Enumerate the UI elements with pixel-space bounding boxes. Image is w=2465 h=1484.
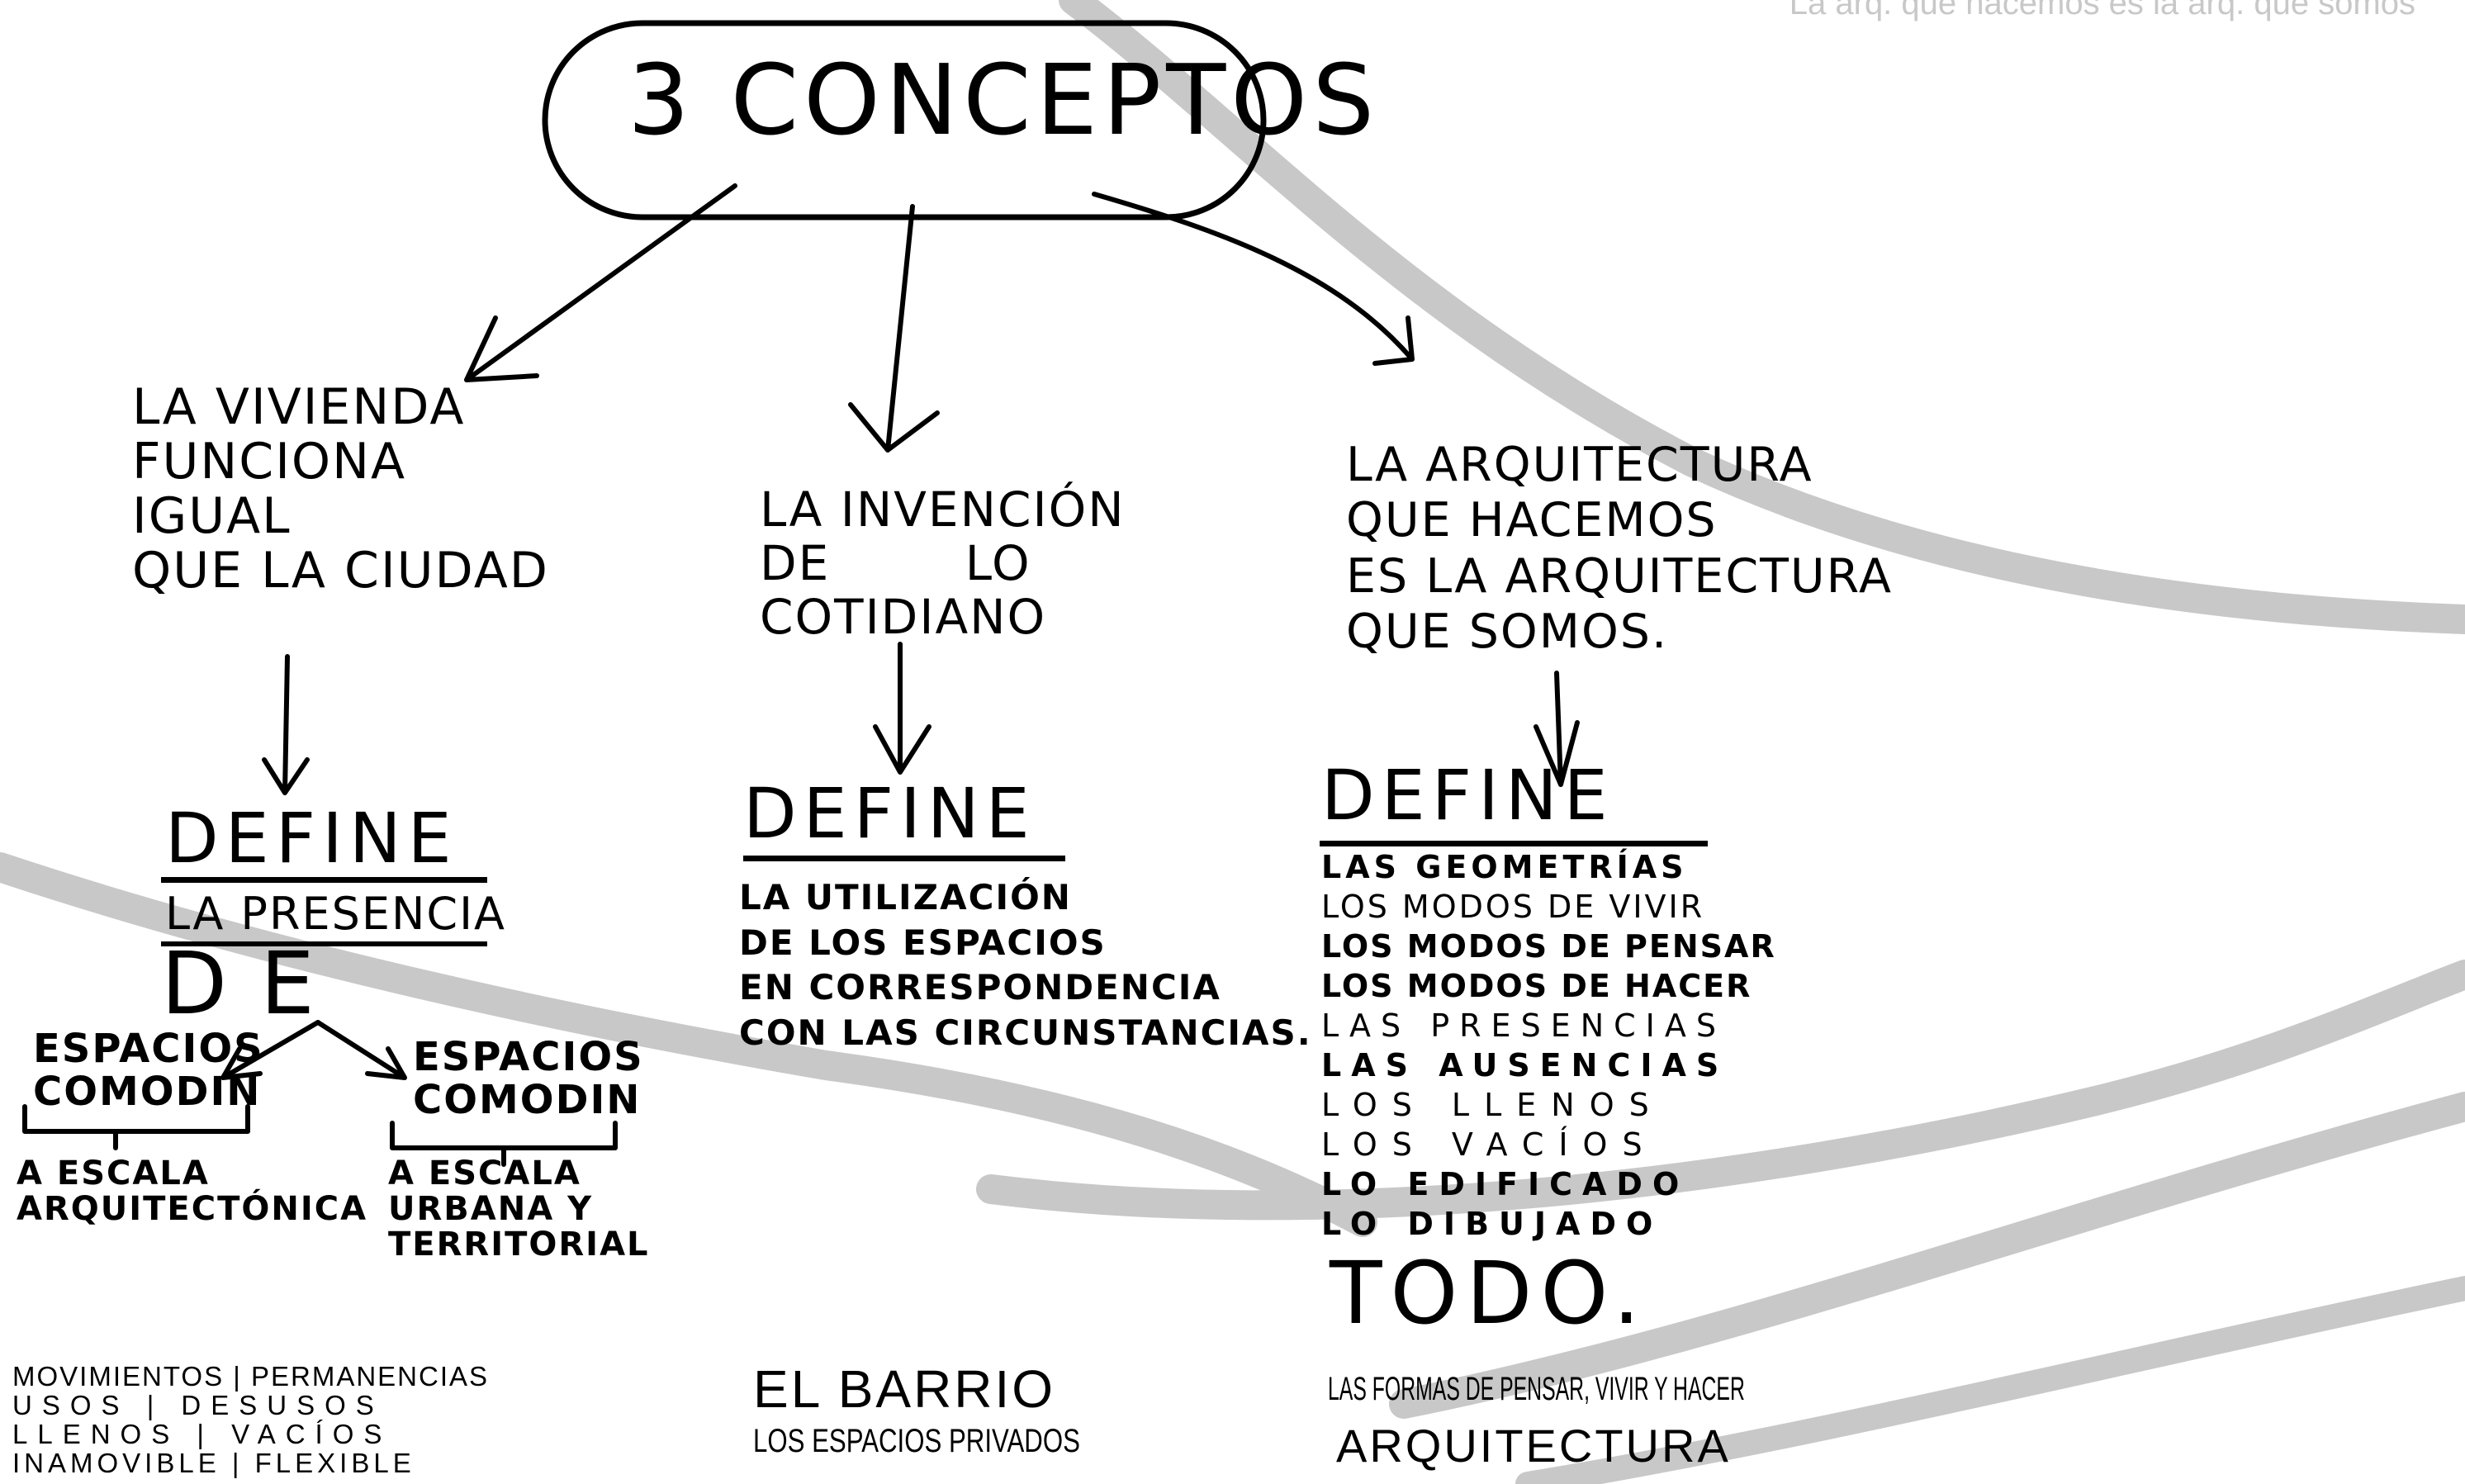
concept-3-list-item: LAS PRESENCIAS <box>1321 1008 1726 1044</box>
concept-3-total: TODO. <box>1330 1243 1649 1344</box>
concept-3-list: LAS GEOMETRÍAS LOS MODOS DE VIVIR LOS MO… <box>1321 849 1776 1247</box>
concept-1-caption-line-3: LLENOS | VACÍOS <box>12 1419 392 1449</box>
ribbon-bottom <box>1515 1276 2465 1484</box>
concept-3-list-item: LOS VACÍOS <box>1321 1126 1657 1163</box>
concept-1-result-line2: DE <box>161 933 348 1034</box>
branch-right-arrow <box>315 1020 407 1080</box>
arrow-define-2 <box>873 642 931 775</box>
concept-1-result-line1: LA PRESENCIA <box>165 888 506 940</box>
concept-3-list-item: LAS AUSENCIAS <box>1321 1047 1729 1083</box>
concept-2-caption-title: EL BARRIO <box>753 1359 1056 1419</box>
concept-1-result-underline <box>161 941 487 946</box>
bracket-right <box>390 1121 618 1167</box>
concept-2-caption-sub: LOS ESPACIOS PRIVADOS <box>753 1423 1080 1459</box>
concept-1-caption-line-1: MOVIMIENTOS | PERMANENCIAS <box>12 1361 490 1392</box>
ribbon-middle <box>976 960 2465 1221</box>
title-ellipse <box>542 20 1267 220</box>
concept-3-list-item: LO DIBUJADO <box>1321 1206 1663 1242</box>
concept-3-caption-sub: LAS FORMAS DE PENSAR, VIVIR Y HACER <box>1328 1371 1745 1407</box>
concept-3-define: DEFINE <box>1321 755 1614 836</box>
bracket-left <box>22 1104 250 1150</box>
ribbon-lower <box>1389 1092 2465 1419</box>
arrow-define-1 <box>262 654 310 795</box>
concept-1-statement: LA VIVIENDA FUNCIONA IGUAL QUE LA CIUDAD <box>132 378 549 600</box>
branch-left-arrow <box>220 1020 320 1080</box>
concept-3-define-underline <box>1320 841 1708 846</box>
concept-3-list-item: LOS MODOS DE VIVIR <box>1321 889 1705 925</box>
arrow-to-concept-1 <box>464 183 737 382</box>
concept-1-right-branch-scale: A ESCALA URBANA Y TERRITORIAL <box>388 1154 650 1264</box>
concept-3-caption-title: ARQUITECTURA <box>1336 1420 1731 1472</box>
concept-2-define-underline <box>743 856 1065 861</box>
concept-1-left-branch-title: ESPACIOS COMODIN <box>33 1026 264 1115</box>
ribbon-left <box>0 852 1377 1237</box>
concept-3-list-item: LOS LLENOS <box>1321 1087 1664 1123</box>
diagram-title: 3 CONCEPTOS <box>628 43 1380 157</box>
concept-1-left-branch-scale: A ESCALA ARQUITECTÓNICA <box>17 1154 368 1229</box>
concept-1-define-underline <box>161 877 487 883</box>
concept-3-list-item: LOS MODOS DE HACER <box>1321 968 1752 1004</box>
concept-1-define: DEFINE <box>165 798 458 879</box>
arrow-to-concept-2 <box>848 204 940 453</box>
concept-2-define: DEFINE <box>743 773 1036 854</box>
arrow-to-concept-3 <box>1092 192 1415 366</box>
concept-2-statement: LA INVENCIÓN DE LO COTIDIANO <box>760 481 1126 645</box>
ribbon-top <box>1059 0 2465 634</box>
concept-3-list-item: LAS GEOMETRÍAS <box>1321 849 1688 885</box>
concept-3-statement: LA ARQUITECTURA QUE HACEMOS ES LA ARQUIT… <box>1346 438 1893 659</box>
concept-3-list-item: LOS MODOS DE PENSAR <box>1321 928 1776 965</box>
concept-1-caption-line-2: USOS | DESUSOS <box>12 1390 384 1420</box>
top-note: La arq. que hacemos es la arq. que somos <box>1789 0 2415 21</box>
concept-2-result: LA UTILIZACIÓN DE LOS ESPACIOS EN CORRES… <box>739 877 1312 1053</box>
concept-3-list-item: LO EDIFICADO <box>1321 1166 1690 1202</box>
arrow-define-3 <box>1534 671 1580 787</box>
concept-1-right-branch-title: ESPACIOS COMODIN <box>413 1034 644 1123</box>
concept-1-caption-line-4: INAMOVIBLE | FLEXIBLE <box>12 1448 415 1478</box>
